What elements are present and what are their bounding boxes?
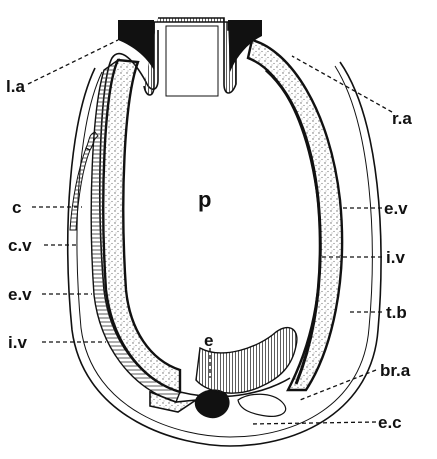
mouth-tube-inner	[166, 26, 218, 96]
epicardial-loop	[238, 394, 286, 416]
bottom-black-mass	[195, 389, 230, 418]
label-c: c	[12, 198, 21, 217]
label-bra: br.a	[380, 361, 411, 380]
label-ev-left: e.v	[8, 285, 32, 304]
label-ec: e.c	[378, 413, 402, 432]
label-la: l.a	[6, 77, 25, 96]
label-p: p	[198, 187, 211, 212]
label-ra: r.a	[392, 109, 412, 128]
label-e: e	[204, 331, 213, 350]
label-cv: c.v	[8, 236, 32, 255]
label-tb: t.b	[386, 303, 407, 322]
label-iv-right: i.v	[386, 248, 405, 267]
label-iv-left: i.v	[8, 333, 27, 352]
label-ev-right: e.v	[384, 199, 408, 218]
